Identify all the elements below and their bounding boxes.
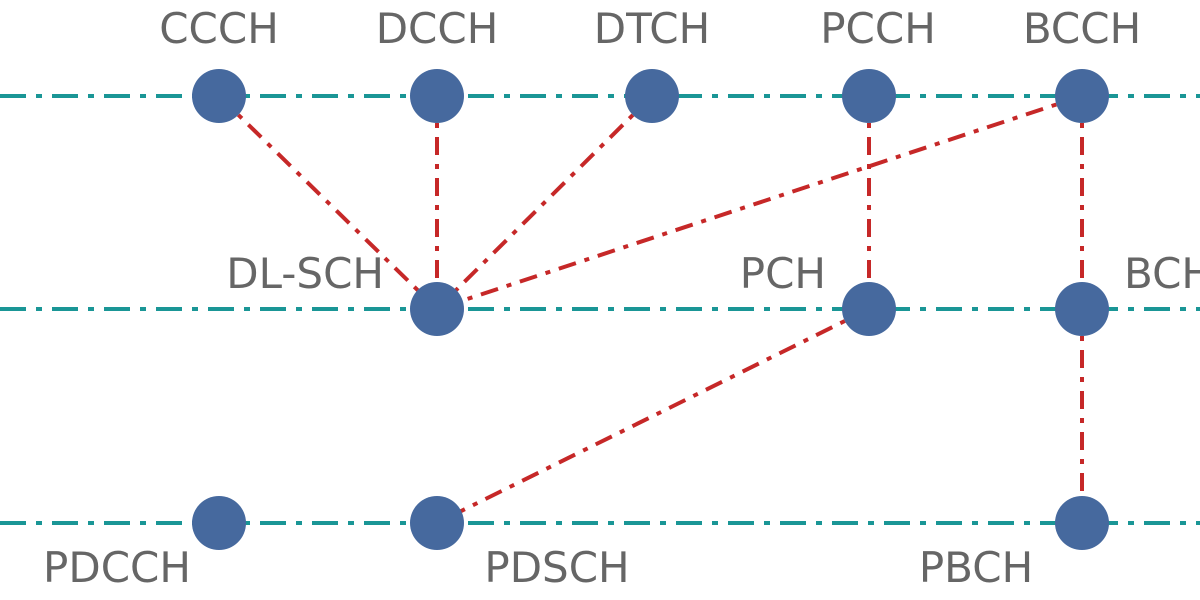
- node-ccch: [192, 69, 246, 123]
- mapping-bcch-dlsch: [436, 94, 1083, 311]
- mapping-pch-pdsch: [436, 307, 870, 525]
- node-pch: [842, 282, 896, 336]
- label-bch: BCH: [1124, 249, 1200, 298]
- label-pch: PCH: [740, 249, 826, 298]
- label-dlsch: DL-SCH: [226, 249, 384, 298]
- label-pbch: PBCH: [919, 543, 1033, 592]
- label-pdsch: PDSCH: [484, 543, 629, 592]
- mapping-dtch-dlsch: [435, 94, 654, 311]
- channel-labels: CCCH DCCH DTCH PCCH BCCH DL-SCH PCH BCH …: [43, 4, 1200, 592]
- node-pdcch: [192, 496, 246, 550]
- node-dlsch: [410, 282, 464, 336]
- label-pdcch: PDCCH: [43, 543, 191, 592]
- label-dcch: DCCH: [376, 4, 499, 53]
- label-bcch: BCCH: [1023, 4, 1141, 53]
- node-dcch: [410, 69, 464, 123]
- node-dtch: [625, 69, 679, 123]
- channel-nodes: [192, 69, 1109, 550]
- label-dtch: DTCH: [594, 4, 710, 53]
- node-pbch: [1055, 496, 1109, 550]
- mapping-ccch-dlsch: [217, 94, 439, 311]
- label-pcch: PCCH: [820, 4, 936, 53]
- mapping-lines: [217, 94, 1084, 525]
- node-bch: [1055, 282, 1109, 336]
- node-bcch: [1055, 69, 1109, 123]
- node-pcch: [842, 69, 896, 123]
- node-pdsch: [410, 496, 464, 550]
- label-ccch: CCCH: [159, 4, 279, 53]
- layer-lines: [0, 94, 1200, 525]
